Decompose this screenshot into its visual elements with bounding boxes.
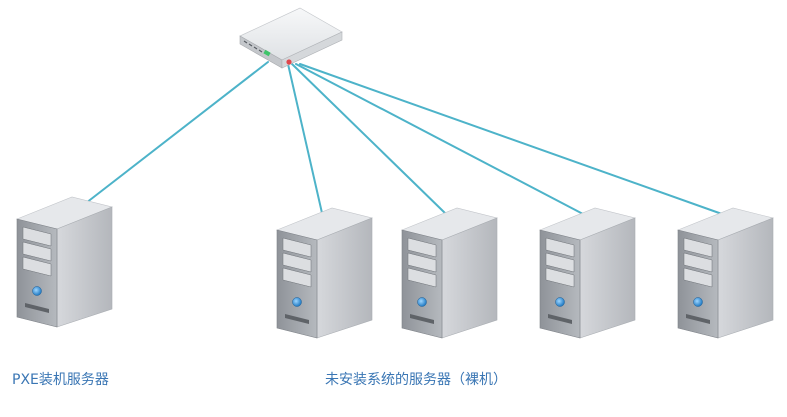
tower-server-icon [276, 207, 373, 339]
cable-to-bare-server-4 [299, 63, 723, 215]
bare-servers-label: 未安装系统的服务器（裸机） [325, 372, 507, 388]
cable-to-bare-server-2 [291, 63, 447, 215]
tower-server-icon [401, 207, 498, 339]
tower-server-icon [539, 207, 636, 339]
network-cables [85, 61, 723, 215]
cable-to-bare-server-3 [295, 63, 584, 215]
bare-server-3 [539, 207, 636, 339]
bare-server-2 [401, 207, 498, 339]
bare-server-4 [677, 207, 774, 339]
network-switch-icon [239, 7, 343, 69]
tower-server-icon [677, 207, 774, 339]
pxe-server-label: PXE装机服务器 [12, 372, 109, 388]
cable-to-bare-server-1 [287, 63, 323, 214]
pxe-server [16, 196, 113, 328]
cable-to-pxe-server [85, 61, 269, 204]
tower-server-icon [16, 196, 113, 328]
bare-server-1 [276, 207, 373, 339]
